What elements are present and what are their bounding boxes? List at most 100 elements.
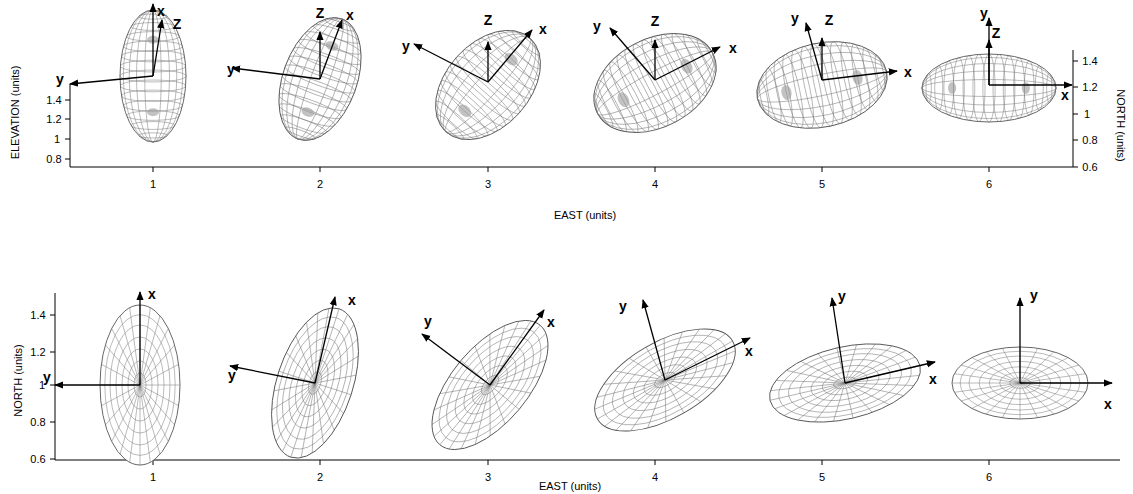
tick-mark xyxy=(822,460,823,465)
meridian xyxy=(579,18,731,149)
tick-label: 2 xyxy=(317,179,323,190)
tick-label: 4 xyxy=(652,179,658,190)
grid-spoke xyxy=(101,385,140,406)
grid-spoke xyxy=(490,333,548,397)
tick-label: 0.6 xyxy=(1082,162,1097,173)
axis-arrow xyxy=(654,40,655,80)
parallel xyxy=(598,67,642,135)
parallel xyxy=(627,40,682,125)
tick-label: 0.8 xyxy=(46,154,61,165)
axis-letter: Z xyxy=(316,6,325,20)
ellipsoid-wireframe xyxy=(577,14,733,153)
tick-mark xyxy=(50,315,55,316)
grid-spoke xyxy=(649,332,699,380)
grid-spoke xyxy=(631,380,681,428)
grid-spoke xyxy=(140,385,179,406)
axis-letter: y xyxy=(227,62,235,76)
parallel xyxy=(656,31,705,107)
grid-spoke xyxy=(315,319,354,389)
parallel xyxy=(278,79,349,115)
axis-letter: x xyxy=(1104,397,1112,411)
pole-shading xyxy=(615,90,632,109)
grid-spoke xyxy=(272,375,315,436)
tick-label: 5 xyxy=(819,472,825,483)
grid-spoke xyxy=(952,383,1020,384)
axis-letter: y xyxy=(402,39,410,53)
grid-spoke xyxy=(112,385,140,442)
grid-spoke xyxy=(652,329,713,380)
parallel xyxy=(837,41,866,117)
grid-spoke xyxy=(845,374,890,413)
axis-line xyxy=(70,84,1073,167)
meridian xyxy=(750,34,895,135)
axis-letter: Z xyxy=(173,17,182,31)
grid-spoke xyxy=(315,364,356,395)
axis-arrows xyxy=(55,4,1112,385)
grid-ring xyxy=(420,311,559,459)
meridian xyxy=(583,25,728,142)
grid-spoke xyxy=(120,385,140,454)
grid-spoke xyxy=(112,328,140,385)
grid-spoke xyxy=(315,311,348,386)
grid-spoke xyxy=(1002,348,1020,383)
tick-mark xyxy=(65,139,70,140)
grid-spoke xyxy=(660,334,730,380)
axis-arrow xyxy=(320,20,342,79)
grid-spoke xyxy=(294,383,333,453)
pole-shading xyxy=(502,50,520,68)
axis-arrow xyxy=(490,310,544,385)
grid-spoke xyxy=(656,330,724,380)
grid-spoke xyxy=(607,380,675,430)
axis-letter: x xyxy=(547,315,555,329)
tick-label: 1.2 xyxy=(46,114,61,125)
tick-label: 1.2 xyxy=(1082,82,1097,93)
grid-spoke xyxy=(140,385,168,442)
parallel xyxy=(510,28,542,57)
axis-arrow xyxy=(665,338,750,380)
parallel xyxy=(131,122,175,130)
tick-mark xyxy=(320,167,321,172)
parallel xyxy=(484,30,542,84)
tick-mark xyxy=(320,460,321,465)
tick-mark xyxy=(655,460,656,465)
parallel xyxy=(667,31,711,99)
tick-mark xyxy=(655,167,656,172)
parallel xyxy=(139,133,168,138)
pole-shading xyxy=(300,106,316,119)
axis-arrow xyxy=(315,297,335,383)
axis-arrow xyxy=(988,18,989,85)
ellipsoid-outline xyxy=(577,14,733,153)
parallel xyxy=(935,66,943,111)
tick-label: 1.2 xyxy=(30,347,45,358)
parallel xyxy=(441,67,510,131)
grid-spoke xyxy=(665,352,726,403)
grid-spoke xyxy=(986,352,1020,383)
grid-spoke xyxy=(140,385,160,454)
tick-mark xyxy=(488,167,489,172)
tick-label: 1.4 xyxy=(30,310,45,321)
grid-spoke xyxy=(1020,383,1079,401)
axis-letter: x xyxy=(539,22,547,36)
axis-letter: y xyxy=(980,6,988,20)
grid-spoke xyxy=(140,308,150,385)
grid-spoke xyxy=(130,385,140,462)
grid-spoke xyxy=(629,348,665,390)
parallel xyxy=(591,92,615,129)
pole-shading xyxy=(948,82,956,94)
axis-title: NORTH (units) xyxy=(13,344,24,417)
tick-label: 0.8 xyxy=(1082,135,1097,146)
pole-shading xyxy=(147,108,159,116)
grid-spoke xyxy=(954,374,1020,383)
axis-letter: Z xyxy=(992,26,1001,40)
axis-title: ELEVATION (units) xyxy=(11,65,22,159)
tick-mark xyxy=(65,159,70,160)
grid-spoke xyxy=(105,385,140,425)
grid-spoke xyxy=(1020,383,1054,414)
parallel xyxy=(646,33,699,114)
grid-spoke xyxy=(272,373,315,420)
grid-spoke xyxy=(434,379,490,443)
tick-label: 2 xyxy=(317,472,323,483)
grid-spoke xyxy=(1020,383,1021,419)
tick-mark xyxy=(822,167,823,172)
